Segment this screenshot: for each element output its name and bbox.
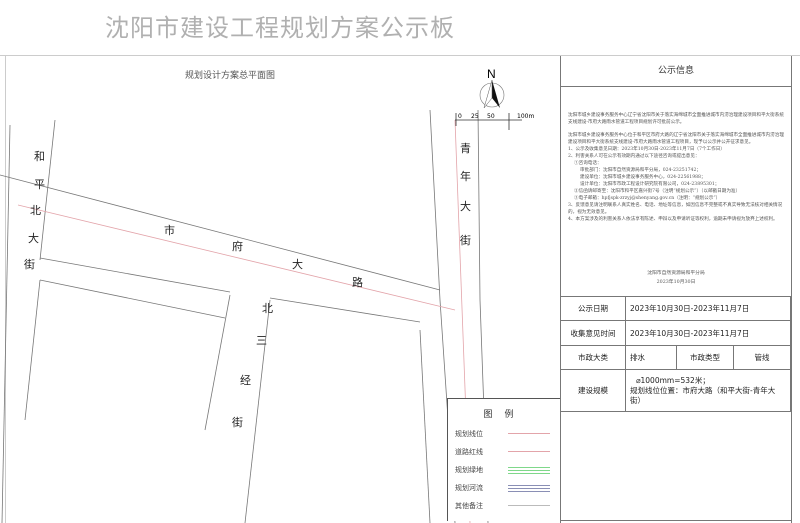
table-row: 建设规模 ⌀1000mm=532米； 规划线位位置：市府大路（和平大街-青年大街… [560,369,791,412]
publicity-info-table: 公示日期 2023年10月30日-2023年11月7日 收集意见时间 2023年… [560,296,791,412]
road-label-shifu-3: 大 [292,258,303,271]
shifu-road-edge [269,297,421,323]
notice-para: 2、利害关系人可在公示有效期内通过以下途径咨询或提出意见： [568,154,700,159]
title-divider [0,55,800,56]
road-label-shifu-4: 路 [352,276,363,289]
notice-para: ③电子邮箱：hpfjspk-zrzyj@shenyang.gov.cn（注明：“… [574,196,721,201]
scale-label-50: 50 [487,113,495,120]
beisanjing-road-edge [244,299,271,523]
road-label-qingnian-2: 年 [460,170,471,183]
north-arrow-icon [479,79,505,109]
legend-item-river: 规划河流 [455,484,483,492]
category-label: 市政大类 [560,345,626,370]
beisanjing-road-edge [204,294,231,431]
road-label-beisanjing-3: 经 [240,374,251,387]
notice-para: 沈阳市城乡建设事务服务中心位于和平区市府大路的辽宁省沈阳市关于落实海绵城市全面推… [568,133,784,145]
road-label-beisanjing-2: 三 [256,334,267,347]
scale-value: ⌀1000mm=532米； [636,375,710,385]
legend-title: 图例 [483,410,526,420]
notice-para: 沈阳市城乡建设事务服务中心辽宁省沈阳市关于落实海绵城市全面推进城市内涝治理建设项… [568,113,784,125]
notice-text: 沈阳市城乡建设事务服务中心辽宁省沈阳市关于落实海绵城市全面推进城市内涝治理建设项… [568,112,786,223]
notice-para: 建设单位：沈阳市城乡建设事务服务中心，024-22561988； [580,175,706,180]
north-label: N [487,67,496,81]
road-label-qingnian-3: 大 [460,200,471,213]
heping-road-edge [24,279,41,421]
notice-para: 设计单位：沈阳市市政工程设计研究院有限公司，024-23895301； [580,182,720,187]
planned-pipeline-line [17,204,456,311]
shifu-road-edge [39,257,231,293]
notice-date: 2023年10月30日 [656,280,696,285]
notice-signer: 沈阳市自然资源局和平分局 [647,271,705,276]
shifu-road-edge [0,174,441,291]
road-label-heping-4: 大 [28,232,39,245]
heping-road-edge [39,119,56,261]
panel-header: 公示信息 [561,56,791,87]
site-plan-map [5,56,561,523]
legend-swatch [508,485,550,492]
legend-item-other: 其他备注 [455,502,483,510]
publicity-date-value: 2023年10月30日-2023年11月7日 [625,296,791,321]
publicity-info-panel: 公示信息 沈阳市城乡建设事务服务中心辽宁省沈阳市关于落实海绵城市全面推进城市内涝… [560,56,792,523]
legend-swatch [508,451,550,452]
legend-item-road-red-line: 道路红线 [455,448,483,456]
notice-para: 4、本方案涉及的利害关系人依法享有陈述、申辩以及申请听证等权利，逾期未申请视为放… [568,217,778,222]
scale-label-100: 100m [517,113,534,120]
qingnian-road-edge [419,329,431,523]
road-label-shifu-1: 市 [164,224,175,237]
road-label-heping-3: 北 [30,204,41,217]
category-value: 排水 [625,345,677,370]
table-row: 市政大类 排水 市政类型 管线 [560,345,791,370]
legend-swatch [508,467,550,474]
road-label-heping-1: 和 [34,150,45,163]
road-label-shifu-2: 府 [232,240,243,253]
scale-label-0: 0 [458,113,462,120]
notice-para: 审批部门：沈阳市自然资源局和平分局，024-23251742； [580,168,701,173]
road-label-heping-5: 街 [24,258,35,271]
legend-item-green-space: 规划绿地 [455,466,483,474]
scale-bar [455,113,522,130]
publicity-date-label: 公示日期 [560,296,626,321]
notice-para: 3、反馈意见请注明联系人真实姓名、电话、地址等信息，如因信息不完整或不真实导致无… [568,203,783,215]
type-value: 管线 [733,345,791,370]
road-label-beisanjing-4: 街 [232,416,243,429]
road-label-heping-2: 平 [34,178,45,191]
legend-swatch [508,433,550,434]
feedback-date-label: 收集意见时间 [560,320,626,346]
road-label-qingnian-4: 街 [460,234,471,247]
type-label: 市政类型 [676,345,734,370]
map-legend: 图例 规划线位 道路红线 规划绿地 规划河流 其他备注 [447,398,561,521]
road-label-beisanjing-1: 北 [262,302,273,315]
notice-para: ②信函请邮寄至：沈阳市和平区嘉兴街7号（注明“规划公示”）（以邮戳日期为准） [574,189,741,194]
board-title: 沈阳市建设工程规划方案公示板 [105,14,455,42]
legend-swatch [508,505,550,506]
scale-label: 建设规模 [560,369,626,412]
scale-label-25: 25 [471,113,479,120]
notice-para: 1、公示及收集意见日期：2023年10月30日-2023年11月7日（7个工作日… [568,147,725,152]
road-label-qingnian-1: 青 [460,142,471,155]
table-row: 收集意见时间 2023年10月30日-2023年11月7日 [560,320,791,346]
legend-item-planned-line: 规划线位 [455,430,483,438]
empty-table-row [560,412,792,521]
heping-road-edge [1,124,11,523]
shifu-road-edge [39,279,226,319]
notice-para: ①咨询电话： [574,161,602,166]
feedback-date-value: 2023年10月30日-2023年11月7日 [625,320,791,346]
table-row: 公示日期 2023年10月30日-2023年11月7日 [560,296,791,321]
map-title: 规划设计方案总平面图 [185,71,276,81]
planned-location: 规划线位位置：市府大路（和平大街-青年大街） [630,385,776,405]
